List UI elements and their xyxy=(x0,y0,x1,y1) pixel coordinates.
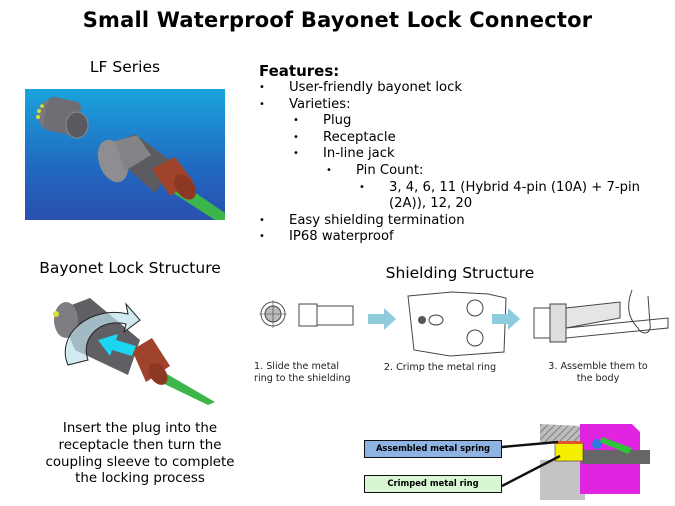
feature-item: • Plug xyxy=(259,113,675,130)
page-title: Small Waterproof Bayonet Lock Connector xyxy=(82,8,593,32)
feature-text: Varieties: xyxy=(289,96,351,112)
bayonet-image xyxy=(40,290,220,405)
feature-item: • In-line jack xyxy=(259,146,675,163)
bullet-icon: • xyxy=(259,98,265,110)
bayonet-heading: Bayonet Lock Structure xyxy=(39,259,221,277)
bullet-icon: • xyxy=(293,115,299,127)
cross-section-diagram xyxy=(501,424,650,500)
feature-text: 3, 4, 6, 11 (Hybrid 4-pin (10A) + 7-pin … xyxy=(389,179,640,212)
bullet-icon: • xyxy=(259,82,265,93)
bullet-icon: • xyxy=(293,131,299,143)
step2-crimp-image xyxy=(407,291,507,357)
feature-text: IP68 waterproof xyxy=(289,229,394,245)
feature-item: • Easy shielding termination xyxy=(259,213,675,230)
flow-arrow-icon xyxy=(492,308,520,330)
feature-text: Easy shielding termination xyxy=(289,212,465,228)
caption-line: receptacle then turn the xyxy=(58,437,222,453)
caption-line: coupling sleeve to complete xyxy=(45,454,235,470)
lf-series-image xyxy=(25,89,225,220)
rotate-arrow-icon xyxy=(64,302,141,366)
step3-caption: 3. Assemble them to the body xyxy=(548,361,648,384)
body-section xyxy=(540,460,585,500)
caption-line: the locking process xyxy=(75,471,205,487)
caption-line: Insert the plug into the xyxy=(62,421,218,436)
bullet-icon: • xyxy=(293,148,299,160)
bayonet-illustration xyxy=(53,298,215,405)
feature-item: • 3, 4, 6, 11 (Hybrid 4-pin (10A) + 7-pin… xyxy=(259,180,675,213)
lf-series-heading: LF Series xyxy=(89,58,161,76)
feature-text: Receptacle xyxy=(323,129,396,145)
flow-arrow-icon xyxy=(368,308,396,330)
metal-spring xyxy=(556,441,582,444)
features-panel: Features: • User-friendly bayonet lock • Va… xyxy=(259,62,675,246)
cable xyxy=(152,370,215,405)
receptacle xyxy=(36,96,89,139)
bullet-icon: • xyxy=(259,214,265,226)
callout-line-ring xyxy=(501,454,561,488)
feature-text: User-friendly bayonet lock xyxy=(289,80,462,95)
feature-text: Plug xyxy=(323,113,352,129)
step1-slide-ring-image xyxy=(259,300,354,328)
feature-item: • IP68 waterproof xyxy=(259,229,675,246)
bullet-icon: • xyxy=(359,181,365,193)
callout-line-spring xyxy=(501,440,559,449)
spring-finger xyxy=(600,437,632,454)
step2-caption: 2. Crimp the metal ring xyxy=(383,362,497,373)
feature-text: Pin Count: xyxy=(356,162,424,178)
feature-item: • Pin Count: xyxy=(259,163,675,180)
callout-assembled-metal-spring: Assembled metal spring xyxy=(364,440,502,458)
shielding-heading: Shielding Structure xyxy=(385,264,535,282)
callout-crimped-metal-ring: Crimped metal ring xyxy=(364,475,502,493)
insert-arrow-icon xyxy=(98,334,136,356)
connector-illustration xyxy=(36,96,225,220)
bullet-icon: • xyxy=(259,231,265,243)
feature-text: In-line jack xyxy=(323,146,395,162)
features-heading: Features: xyxy=(259,62,340,80)
crimped-ring xyxy=(554,442,584,462)
inner-body xyxy=(582,450,650,464)
features-list: • User-friendly bayonet lock • Varieties: • P… xyxy=(259,80,675,246)
step3-assemble-image xyxy=(533,289,669,343)
feature-item: • Varieties: xyxy=(259,97,675,114)
o-ring xyxy=(592,439,602,449)
bullet-icon: • xyxy=(326,164,332,176)
plug xyxy=(97,134,196,200)
feature-item: • User-friendly bayonet lock xyxy=(259,80,675,97)
step1-caption: 1. Slide the metal ring to the shielding xyxy=(254,361,351,384)
feature-item: • Receptacle xyxy=(259,130,675,147)
